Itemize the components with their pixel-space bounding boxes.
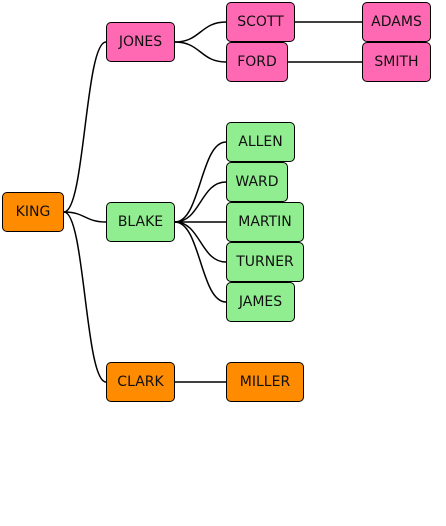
node-smith[interactable]: SMITH (362, 42, 431, 82)
link-blake-turner (174, 221, 227, 263)
node-turner[interactable]: TURNER (226, 242, 304, 282)
link-king-jones (63, 41, 107, 213)
node-ford[interactable]: FORD (226, 42, 288, 82)
link-blake-allen (174, 141, 227, 223)
node-scott[interactable]: SCOTT (226, 2, 295, 42)
node-james[interactable]: JAMES (226, 282, 295, 322)
node-jones[interactable]: JONES (106, 22, 175, 62)
node-adams[interactable]: ADAMS (362, 2, 431, 42)
link-king-blake (63, 211, 107, 223)
link-blake-james (174, 221, 227, 303)
node-martin[interactable]: MARTIN (226, 202, 304, 242)
link-blake-ward (174, 181, 227, 223)
node-clark[interactable]: CLARK (106, 362, 175, 402)
node-allen[interactable]: ALLEN (226, 122, 295, 162)
link-king-clark (63, 211, 107, 383)
link-jones-scott (174, 21, 227, 43)
link-jones-ford (174, 41, 227, 63)
node-ward[interactable]: WARD (226, 162, 288, 202)
node-blake[interactable]: BLAKE (106, 202, 175, 242)
node-miller[interactable]: MILLER (226, 362, 304, 402)
node-king[interactable]: KING (2, 192, 64, 232)
